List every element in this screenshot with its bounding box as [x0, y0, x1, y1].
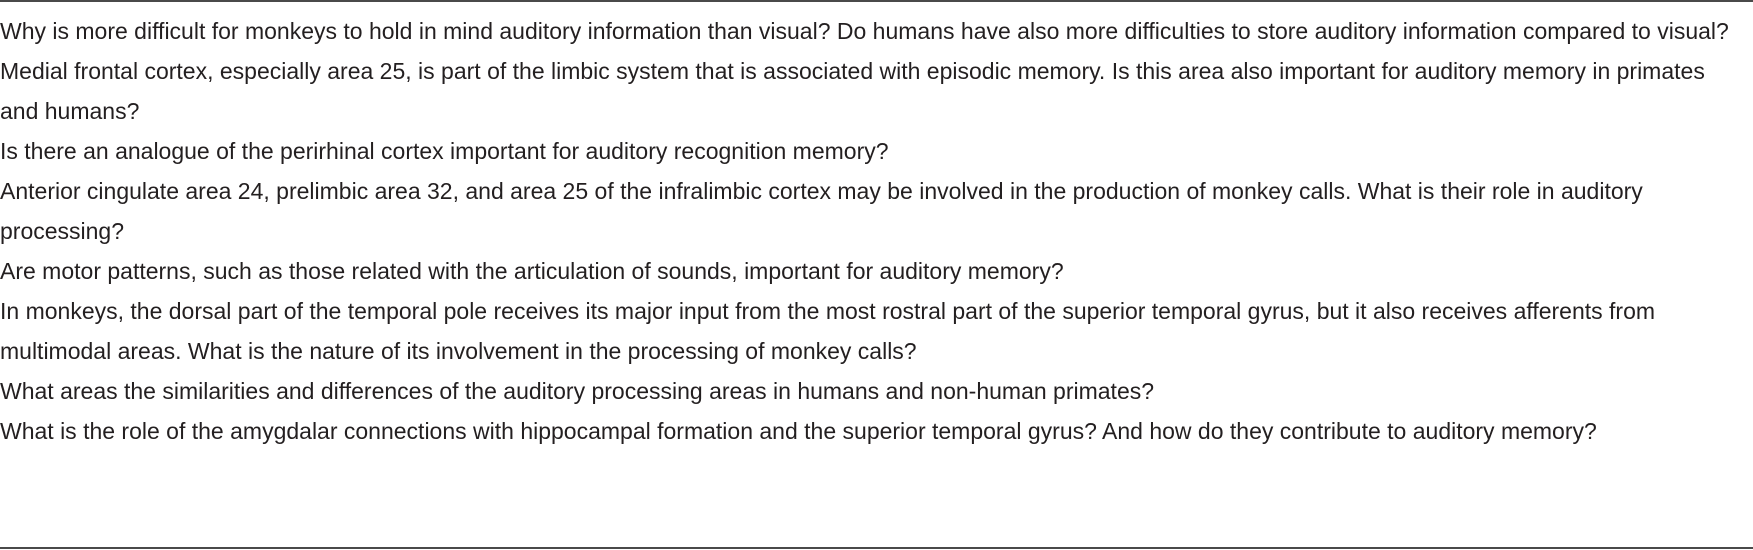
table-bottom-rule: [0, 547, 1753, 549]
question-row-2: Medial frontal cortex, especially area 2…: [0, 58, 1705, 124]
question-row-6: In monkeys, the dorsal part of the tempo…: [0, 298, 1656, 364]
table-top-rule: [0, 0, 1753, 2]
question-row-7: What areas the similarities and differen…: [0, 378, 1155, 404]
question-row-3: Is there an analogue of the perirhinal c…: [0, 138, 889, 164]
question-row-4: Anterior cingulate area 24, prelimbic ar…: [0, 178, 1643, 244]
question-row-8: What is the role of the amygdalar connec…: [0, 418, 1597, 444]
question-row-1: Why is more difficult for monkeys to hol…: [0, 18, 1729, 44]
question-row-5: Are motor patterns, such as those relate…: [0, 258, 1064, 284]
question-list: Why is more difficult for monkeys to hol…: [0, 11, 1745, 451]
